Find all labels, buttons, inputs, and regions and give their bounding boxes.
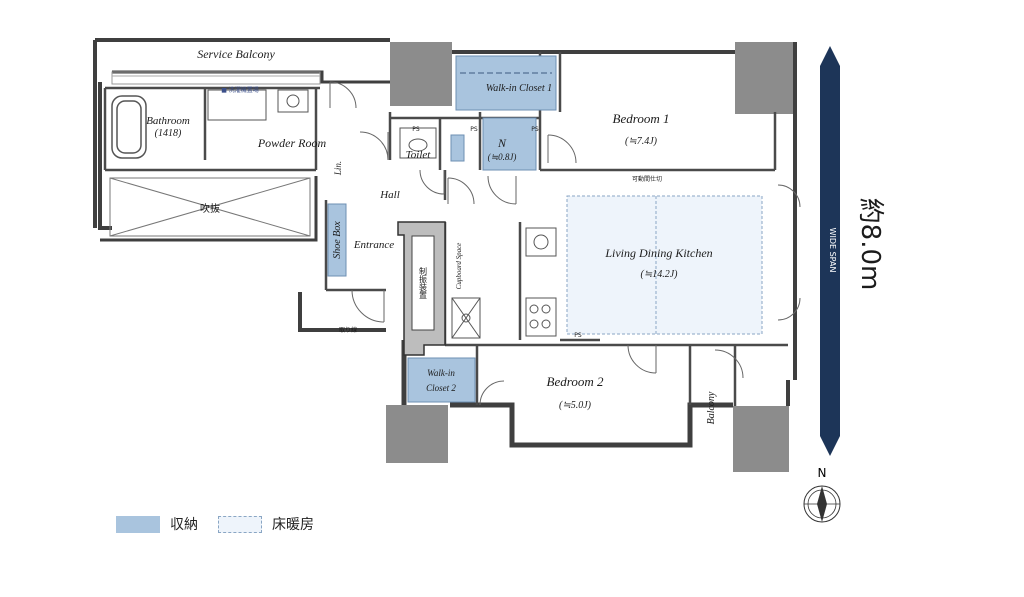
wide-span-label: WIDE SPAN bbox=[828, 228, 837, 273]
legend-floor-heating-label: 床暖房 bbox=[272, 517, 314, 533]
north-compass: N bbox=[803, 466, 841, 523]
ps-label-3: PS bbox=[531, 126, 539, 133]
walk-in-closet-2-label-a: Walk-in bbox=[427, 368, 455, 378]
fixtures bbox=[207, 89, 557, 339]
n-room-size: (≒0.8J) bbox=[488, 152, 517, 162]
ps-label-2: PS bbox=[470, 126, 478, 133]
door-swings bbox=[329, 81, 801, 406]
ldk-label: Living Dining Kitchen bbox=[604, 246, 712, 260]
walk-in-closet-1-label: Walk-in Closet 1 bbox=[486, 83, 552, 94]
room-labels: Service Balcony ■ 洗濯機置場 Bathroom (1418) … bbox=[146, 47, 717, 424]
cupboard-label: Cupboard Space bbox=[455, 243, 463, 290]
linen-label: Lin. bbox=[333, 161, 343, 176]
outer-walls bbox=[93, 38, 797, 448]
damper-wall bbox=[397, 221, 446, 356]
bedroom-2-label: Bedroom 2 bbox=[547, 374, 604, 389]
ldk-size: (≒14.2J) bbox=[641, 269, 679, 280]
damper-label: 制振装置 bbox=[419, 266, 428, 299]
ps-label-4: PS bbox=[574, 332, 582, 339]
partition-label: 可動間仕切 bbox=[632, 175, 662, 183]
service-balcony-label: Service Balcony bbox=[197, 47, 275, 61]
n-room-label: N bbox=[497, 136, 507, 150]
bathroom-label: Bathroom bbox=[146, 115, 190, 127]
bathroom-size: (1418) bbox=[155, 128, 182, 139]
laundry-label: ■ 洗濯機置場 bbox=[221, 86, 259, 94]
hall-label: Hall bbox=[379, 189, 400, 201]
bathtub bbox=[111, 95, 147, 159]
structural-columns bbox=[386, 42, 795, 472]
void-area bbox=[109, 177, 311, 237]
balcony-label: Balcony bbox=[706, 391, 717, 424]
entrance-label: Entrance bbox=[353, 239, 394, 251]
void-label: 吹抜 bbox=[200, 202, 220, 215]
legend-floor-heating-swatch bbox=[218, 516, 262, 533]
toilet-label: Toilet bbox=[406, 149, 432, 161]
span-measure-label: 約8.0m bbox=[855, 198, 885, 291]
access-label: 取り線 bbox=[339, 326, 357, 334]
walk-in-closet-2-label-b: Closet 2 bbox=[426, 383, 456, 393]
shoe-box-label: Shoe Box bbox=[332, 221, 343, 259]
bedroom-1-size: (≒7.4J) bbox=[625, 136, 658, 147]
legend-storage-swatch bbox=[116, 516, 160, 533]
legend-storage-label: 収納 bbox=[170, 517, 198, 533]
ps-label-1: PS bbox=[412, 126, 420, 133]
storage-areas bbox=[327, 55, 557, 403]
balcony-outlines bbox=[111, 71, 321, 85]
wide-span-arrow: WIDE SPAN 約8.0m bbox=[820, 46, 885, 456]
bedroom-2-size: (≒5.0J) bbox=[559, 400, 592, 411]
bedroom-1-label: Bedroom 1 bbox=[613, 111, 670, 126]
compass-north-letter: N bbox=[818, 466, 827, 480]
powder-room-label: Powder Room bbox=[257, 136, 327, 150]
floor-heating-zone bbox=[566, 195, 763, 335]
